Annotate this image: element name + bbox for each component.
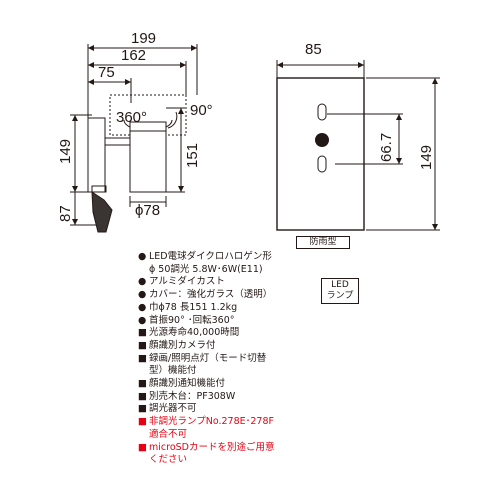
spec-item: ϕ 50調光 5.8W･6W(E11) xyxy=(149,263,263,275)
spec-item: ■別売木台：PF308W xyxy=(138,390,236,402)
spec-item: 型）機能付 xyxy=(149,365,197,377)
spec-item: ●アルミダイカスト xyxy=(138,276,225,288)
led-lamp-badge-line1: LED xyxy=(331,280,349,290)
dim-66-7: 66.7 xyxy=(378,133,395,162)
spec-item: ■光源寿命40,000時間 xyxy=(138,327,240,339)
dim-85: 85 xyxy=(305,41,322,58)
dim-149-right: 149 xyxy=(418,145,435,170)
dim-phi78: ϕ78 xyxy=(135,202,160,219)
spec-item-warning: ください xyxy=(149,454,188,466)
dim-90-degrees: 90° xyxy=(190,102,213,119)
led-lamp-badge: LED ランプ xyxy=(321,278,359,304)
dim-87: 87 xyxy=(57,205,74,222)
spec-list: ●LED電球ダイクロハロゲン形 ϕ 50調光 5.8W･6W(E11) ●アルミ… xyxy=(138,251,488,467)
spec-item-warning: ■microSDカードを別途ご用意 xyxy=(138,441,275,453)
dim-360-degrees: 360° xyxy=(116,109,147,126)
dim-151: 151 xyxy=(184,143,201,168)
spec-item-warning: 適合不可 xyxy=(149,428,188,440)
dim-149-left: 149 xyxy=(57,139,74,164)
spec-item: ■調光器不可 xyxy=(138,403,197,415)
spec-item: ●カバー：強化ガラス（透明） xyxy=(138,289,273,301)
led-lamp-badge-line2: ランプ xyxy=(326,291,354,301)
spec-item-warning: ■非調光ランプNo.278E･278F xyxy=(138,416,274,428)
arrowheads xyxy=(72,45,438,230)
spec-item: ■顔識別通知機能付 xyxy=(138,378,226,390)
weatherproof-badge: 防雨型 xyxy=(296,236,350,249)
spec-item: ■録画/照明点灯（モード切替 xyxy=(138,352,267,364)
dim-199: 199 xyxy=(131,30,156,47)
dim-162: 162 xyxy=(121,47,146,64)
spec-item: ●LED電球ダイクロハロゲン形 xyxy=(138,251,272,262)
spec-item: ●首振90° ･回転360° xyxy=(138,314,235,326)
dim-75: 75 xyxy=(98,64,115,81)
spec-item: ●巾ϕ78 長151 1.2kg xyxy=(138,301,238,313)
spec-item: ■顔識別カメラ付 xyxy=(138,339,216,351)
